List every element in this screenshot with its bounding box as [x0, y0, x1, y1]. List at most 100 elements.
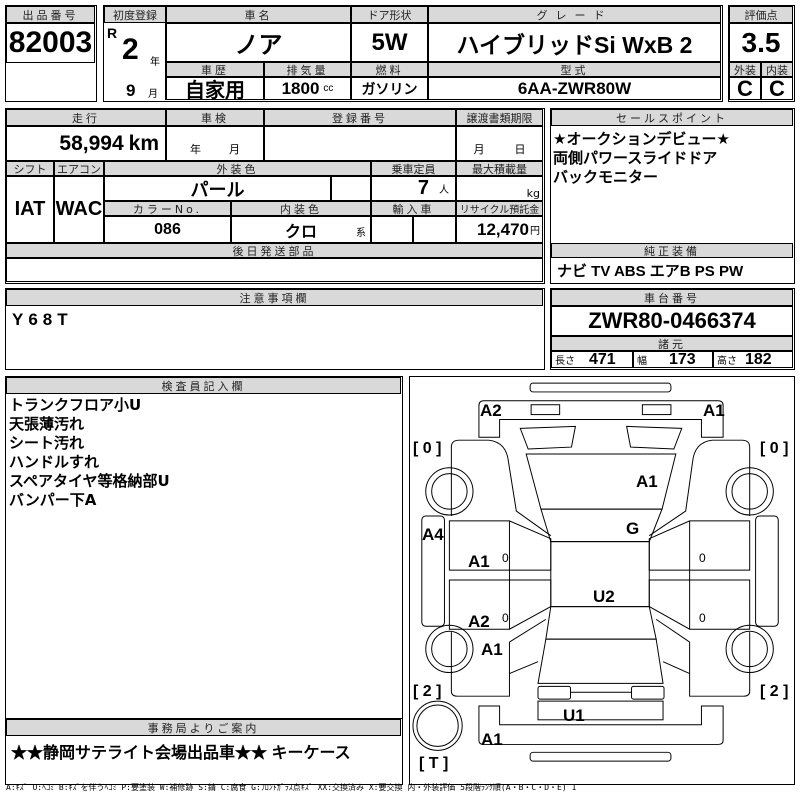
width-value: 173 [669, 351, 696, 368]
left-front-fender [450, 439, 552, 537]
chassis-label: 車台番号 [551, 289, 793, 306]
inspector-note: ハンドルすれ [9, 453, 100, 471]
door-zero: 0 [502, 611, 509, 625]
transfer-day-unit: 日 [514, 143, 526, 156]
year-unit: 年 [150, 57, 160, 68]
sales-points-list: ★オークションデビュー★ 両側パワースライドドア バックモニター [553, 130, 730, 187]
inspection-label: 車検 [166, 109, 264, 126]
history: 自家用 [166, 77, 264, 100]
sales-box: セールスポイント ★オークションデビュー★ 両側パワースライドドア バックモニタ… [550, 108, 795, 284]
mark-trunk: U1 [563, 706, 585, 725]
tire-fl-label: [ 0 ] [413, 440, 442, 457]
width-label: 幅 [637, 356, 647, 367]
sales-point: ★オークションデビュー★ [553, 130, 730, 148]
displacement-label: 排気量 [264, 62, 351, 77]
spec-width: 幅 173 [633, 351, 713, 368]
chassis-number: ZWR80-0466374 [551, 306, 793, 336]
tire-rear-right [731, 630, 768, 668]
score-label: 評価点 [729, 6, 793, 23]
car-outline [412, 382, 779, 762]
color-no-label: カラーNo. [104, 201, 231, 216]
mark-left-rear-fender: A1 [481, 640, 503, 659]
max-load-label: 最大積載量 [456, 161, 543, 176]
sales-point: バックモニター [553, 168, 659, 186]
right-rear-fender [655, 618, 751, 697]
mileage-unit: km [128, 131, 159, 155]
door-zero: 0 [502, 551, 509, 565]
transfer-month-unit: 月 [473, 143, 485, 156]
lot-label: 出品番号 [6, 6, 95, 23]
vehicle-info-box: 初度登録 車名 ドア形状 グレード R 2 年 9 月 ノア 5W ハイブリッド… [103, 5, 723, 102]
damage-diagram: A2 A1 [ 0 ] [ 0 ] A1 G A4 A1 0 0 U2 A2 0… [409, 376, 795, 785]
mark-left-rear-door: A2 [468, 612, 490, 631]
displacement-unit: cc [323, 83, 334, 94]
max-load-unit: kg [526, 187, 540, 200]
transfer-date: 月日 [456, 126, 543, 161]
later-parts [6, 258, 543, 282]
inspector-note: 天張薄汚れ [9, 415, 85, 433]
right-doors [648, 520, 751, 630]
reg-era: R [107, 25, 118, 41]
import-label: 輸入車 [371, 201, 456, 216]
inspector-note: シート汚れ [9, 434, 85, 452]
reg-cell: R 2 年 9 月 [104, 23, 166, 100]
ext-color-extra [331, 176, 371, 201]
legend: A:ｷｽﾞ U:ﾍｺﾐ B:ｷｽﾞを伴うﾍｺﾐ P:要塗装 W:補修跡 S:錆 … [6, 783, 577, 792]
equipment: ナビ TV ABS エアB PS PW [557, 262, 744, 280]
reg-label: 初度登録 [104, 6, 166, 23]
car-name: ノア [166, 23, 351, 62]
sales-points-label: セールスポイント [551, 109, 793, 126]
recycle-unit: 円 [530, 226, 540, 237]
mark-left-sill: A4 [422, 525, 444, 544]
spare-tire [416, 704, 459, 747]
tire-rear-left [431, 630, 468, 668]
front-bar [529, 382, 672, 393]
tire-rr-label: [ 2 ] [760, 683, 789, 700]
month-unit: 月 [148, 89, 158, 100]
trunk [537, 638, 664, 684]
door-label: ドア形状 [351, 6, 428, 23]
office-box: 事務局よりご案内 ★★静岡サテライト会場出品車★★ キーケース [5, 718, 403, 785]
left-sill [421, 515, 445, 627]
door-type: 5W [351, 23, 428, 62]
office-text: ★★静岡サテライト会場出品車★★ キーケース [11, 745, 351, 762]
notes-text: Y68T [12, 310, 73, 329]
capacity-value: 7 [417, 177, 429, 199]
import-cell-1 [371, 216, 413, 243]
import-cell-2 [413, 216, 456, 243]
transfer-label: 譲渡書類期限 [456, 109, 543, 126]
fuel: ガソリン [351, 77, 428, 100]
headlight-right [641, 404, 672, 416]
recycle-label: リサイクル預託金 [456, 201, 543, 216]
inspector-note: バンパー下A [9, 491, 97, 509]
right-front-fender [648, 439, 751, 537]
reg-month: 9 [126, 81, 136, 100]
insp-month-unit: 月 [229, 143, 240, 156]
door-zero: 0 [699, 551, 706, 565]
equipment-label: 純正装備 [551, 243, 793, 258]
inspector-note: トランクフロア小U [9, 396, 142, 414]
mark-hood: A1 [636, 472, 658, 491]
left-rear-fender [450, 618, 547, 697]
door-zero: 0 [699, 611, 706, 625]
left-doors [448, 520, 552, 630]
displacement-value: 1800 [281, 78, 320, 98]
model-label: 型式 [428, 62, 721, 77]
inspector-label: 検査員記入欄 [6, 377, 401, 394]
plate-label: 登録番号 [264, 109, 456, 126]
fuel-label: 燃料 [351, 62, 428, 77]
int-color-unit: 系 [356, 228, 366, 239]
spare-label: [ T ] [419, 755, 449, 772]
int-score-label: 内装 [761, 62, 793, 77]
max-load: kg [456, 176, 543, 201]
length-label: 長さ [555, 356, 575, 367]
ext-score: C [729, 77, 761, 100]
ext-score-label: 外装 [729, 62, 761, 77]
